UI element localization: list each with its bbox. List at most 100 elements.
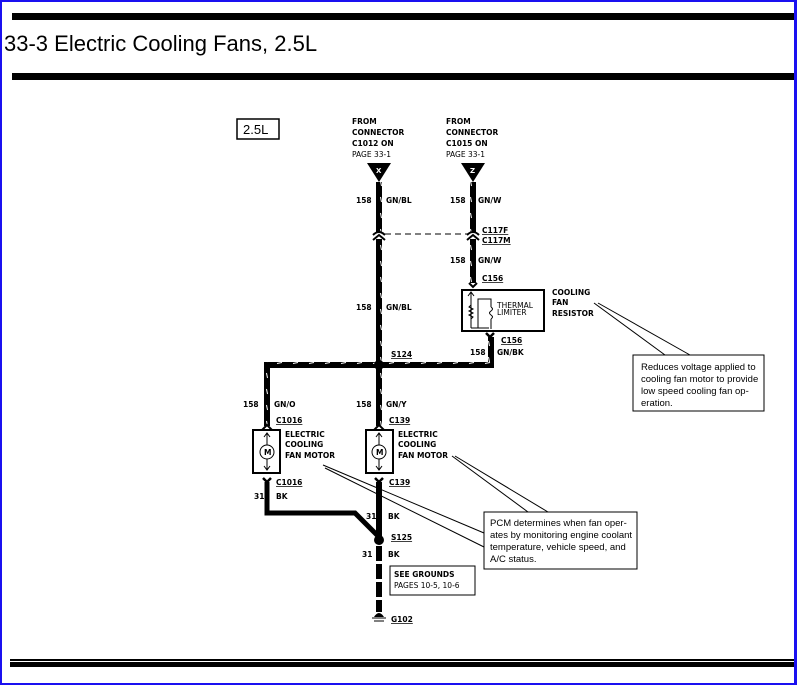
diagram-label: BK (276, 492, 289, 501)
diagram-label: COOLING (285, 440, 323, 449)
diagram-label: C117F (482, 226, 508, 235)
diagram-shape (374, 613, 384, 617)
diagram-label: 158 (450, 256, 466, 265)
diagram-label: GN/W (478, 256, 502, 265)
pcm-note-callout: PCM determines when fan oper- ates by mo… (483, 511, 638, 570)
diagram-label: SEE GROUNDS (394, 570, 455, 579)
diagram-label: BK (388, 550, 401, 559)
diagram-label: GN/W (478, 196, 502, 205)
diagram-shape (597, 302, 691, 356)
diagram-shape (324, 467, 485, 548)
diagram-shape (466, 233, 480, 241)
diagram-label: FAN (552, 298, 568, 307)
diagram-label: PAGES 10-5, 10-6 (394, 581, 460, 590)
leader-lines (322, 302, 691, 548)
diagram-shape (593, 302, 666, 356)
diagram-label: C156 (482, 274, 503, 283)
diagram-label: X (376, 167, 382, 175)
diagram-shape (467, 291, 475, 297)
ground-icon (372, 613, 386, 622)
diagram-shape (263, 432, 271, 438)
diagram-label: PCM determines when fan oper- (490, 518, 627, 529)
diagram-label: LIMITER (497, 308, 527, 317)
diagram-label: GN/O (274, 400, 296, 409)
diagram-label: C1012 ON (352, 139, 394, 148)
diagram-label: FROM (352, 117, 377, 126)
diagram-label: C1016 (276, 416, 302, 425)
diagram-label: 158 (356, 400, 372, 409)
diagram-label: RESISTOR (552, 309, 594, 318)
diagram-label: GN/BL (386, 196, 412, 205)
diagram-label: COOLING (552, 288, 590, 297)
diagram-label: 158 (470, 348, 486, 357)
diagram-label: 158 (356, 303, 372, 312)
left-cooling-fan-motor: M ELECTRIC COOLING FAN MOTOR (252, 429, 335, 474)
connector-triangle-x (367, 163, 391, 182)
diagram-shape (485, 332, 495, 339)
splice-s125 (374, 535, 384, 545)
cooling-fan-resistor: THERMAL LIMITER COOLING FAN RESISTOR (461, 288, 594, 332)
diagram-shape (454, 455, 549, 513)
diagram-shape (483, 511, 638, 570)
header-rule-bottom (12, 73, 794, 80)
diagram-label: COOLING (398, 440, 436, 449)
diagram-shape (262, 477, 272, 484)
engine-tag: 2.5L (236, 118, 280, 140)
wire-left-ground (264, 482, 381, 539)
diagram-label: temperature, vehicle speed, and (490, 542, 626, 553)
splice-s124 (374, 360, 384, 370)
diagram-label: 31 (362, 550, 372, 559)
wire-x-upper (376, 182, 382, 232)
diagram-label: ates by monitoring engine coolant (490, 530, 632, 541)
diagram-label: 158 (356, 196, 372, 205)
diagram-label: CONNECTOR (352, 128, 405, 137)
diagram-shape (466, 231, 480, 236)
diagram-shape (373, 423, 385, 431)
diagram-label: low speed cooling fan op- (641, 386, 749, 397)
diagram-label: GN/BK (497, 348, 525, 357)
diagram-shape (477, 298, 492, 328)
diagram-label: GN/BL (386, 303, 412, 312)
diagram-shape (374, 477, 384, 484)
footer-rule-thick (10, 662, 794, 667)
diagram-label: 158 (243, 400, 259, 409)
diagram-label: Z (470, 167, 475, 175)
wire-z-mid (470, 239, 476, 283)
diagram-label: ELECTRIC (398, 430, 438, 439)
diagram-label: eration. (641, 398, 673, 409)
diagram-label: C139 (389, 478, 410, 487)
diagram-shape (451, 455, 529, 513)
diagram-label: 158 (450, 196, 466, 205)
diagram-shape (236, 118, 280, 140)
diagram-label: Reduces voltage applied to (641, 362, 756, 373)
diagram-shape (261, 423, 273, 431)
diagram-label: S124 (391, 350, 412, 359)
diagram-label: CONNECTOR (446, 128, 499, 137)
diagram-label: THERMAL (496, 301, 534, 310)
diagram-label: PAGE 33-1 (446, 150, 485, 159)
wire-resistor-out (488, 337, 494, 365)
diagram-shape (632, 354, 765, 412)
resistor-icon (467, 304, 475, 320)
connector-c117-x-female (372, 231, 386, 236)
wire-z-upper (470, 182, 476, 232)
diagram-label: FAN MOTOR (398, 451, 448, 460)
diagram-label: A/C status. (490, 554, 536, 565)
page-title: 33-3 Electric Cooling Fans, 2.5L (4, 31, 318, 56)
diagram-label: cooling fan motor to provide (641, 374, 758, 385)
diagram-label: C1016 (276, 478, 302, 487)
diagram-label: ELECTRIC (285, 430, 325, 439)
diagram-label: BK (388, 512, 401, 521)
diagram-label: S125 (391, 533, 412, 542)
diagram-shape (375, 465, 383, 471)
diagram-shape (375, 432, 383, 438)
diagram-shape (322, 464, 485, 534)
footer-rule-thin (10, 659, 794, 661)
diagram-shape (461, 289, 545, 332)
connector-triangle-z (461, 163, 485, 182)
diagram-label: C117M (482, 236, 511, 245)
motor-icon (371, 444, 387, 460)
diagram-label: 2.5L (243, 122, 268, 137)
diagram-shape (389, 565, 476, 596)
